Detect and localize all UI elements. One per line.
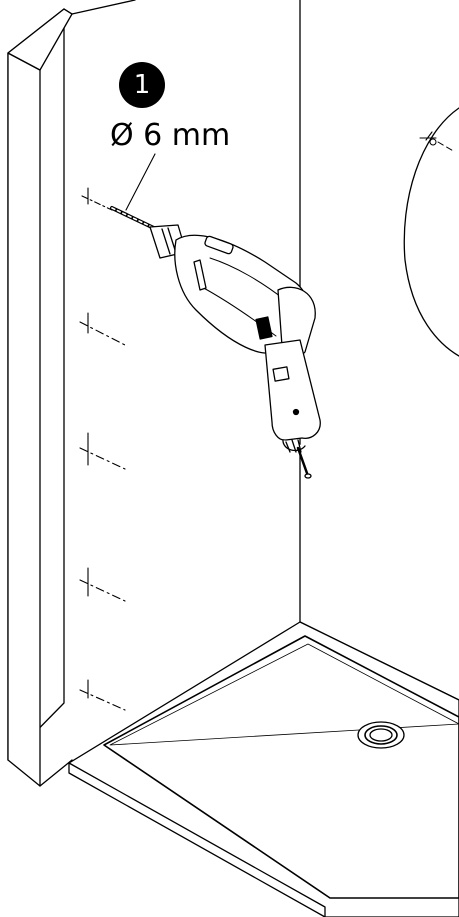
wall-panel [7,8,73,787]
drill-bit-size-label: Ø 6 mm [110,118,231,153]
drill-mark-4 [79,567,126,602]
drill-mark-3 [79,432,126,470]
drill-illustration [110,206,321,479]
drill-mark-5 [79,679,126,711]
shower-tray [68,621,459,917]
drill-mark-1 [81,187,113,211]
round-mirror [403,107,459,357]
drill-marks [79,187,126,711]
drill-mark-2 [79,312,126,346]
drain [357,721,405,749]
step-number-badge: 1 [119,62,165,108]
label-leader [125,153,156,211]
